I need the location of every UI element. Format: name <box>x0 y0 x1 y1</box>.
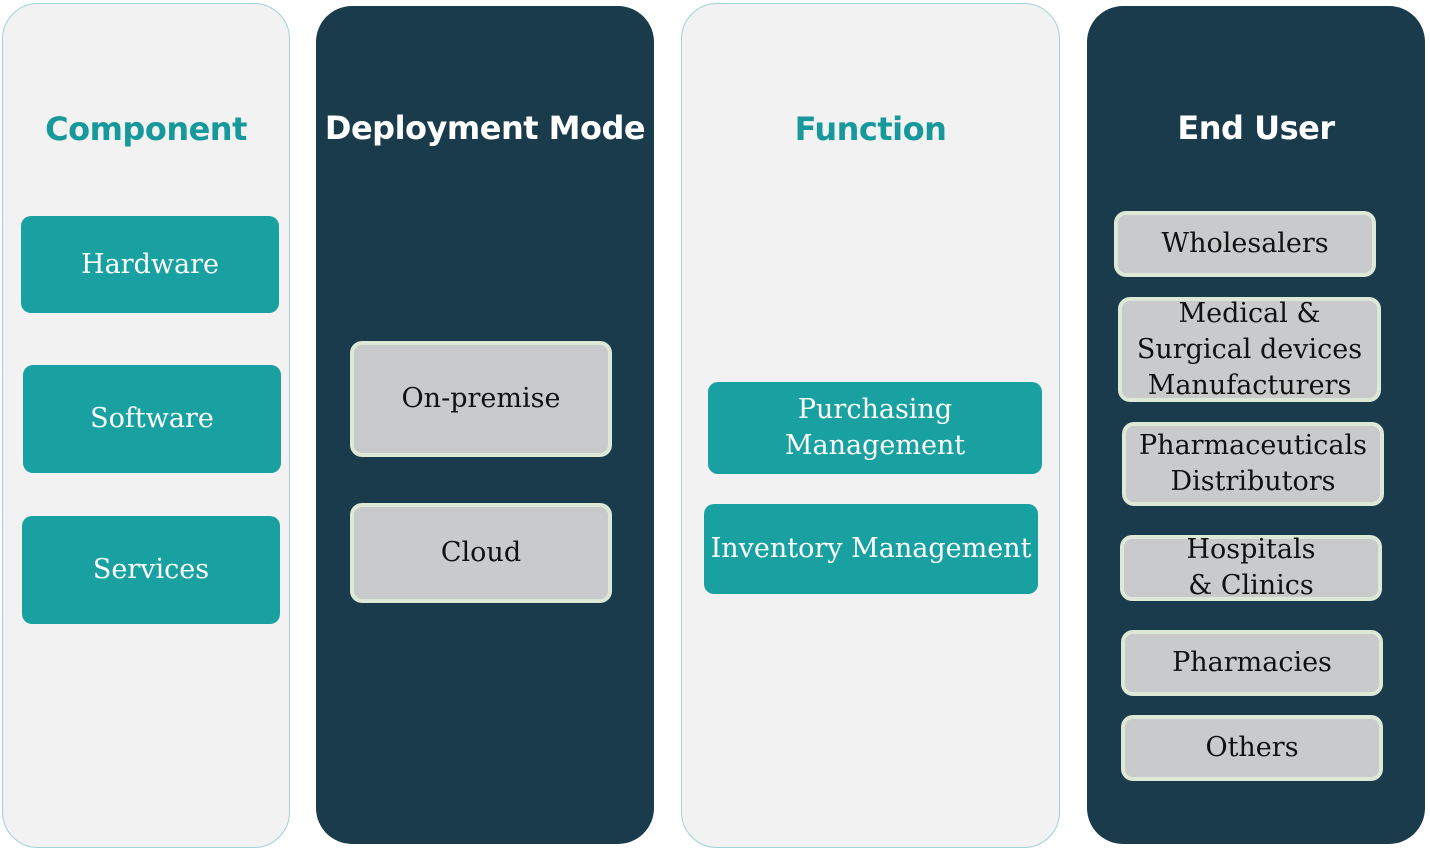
function-title: Function <box>794 110 947 148</box>
segment-cloud: Cloud <box>350 503 612 603</box>
segment-inventory-management: Inventory Management <box>704 504 1038 594</box>
segment-others: Others <box>1121 715 1383 781</box>
component-column: Component Hardware Software Services <box>2 3 290 848</box>
segment-services: Services <box>22 516 280 624</box>
segment-wholesalers: Wholesalers <box>1114 211 1376 277</box>
deployment-mode-title: Deployment Mode <box>324 109 646 147</box>
end-user-column: End User Wholesalers Medical & Surgical … <box>1087 6 1425 844</box>
segment-software: Software <box>23 365 281 473</box>
deployment-mode-column: Deployment Mode On-premise Cloud <box>316 6 654 844</box>
segment-medical-surgical-devices-manufacturers: Medical & Surgical devices Manufacturers <box>1118 297 1381 402</box>
segment-hospitals-clinics: Hospitals & Clinics <box>1120 534 1382 601</box>
segment-pharmacies: Pharmacies <box>1121 630 1383 696</box>
segment-hardware: Hardware <box>21 216 279 313</box>
segment-on-premise: On-premise <box>350 341 612 457</box>
end-user-title: End User <box>1177 109 1335 147</box>
function-column: Function Purchasing Management Inventory… <box>681 3 1060 848</box>
segment-pharmaceuticals-distributors: Pharmaceuticals Distributors <box>1122 422 1384 506</box>
segment-purchasing-management: Purchasing Management <box>708 382 1042 474</box>
component-title: Component <box>45 110 247 148</box>
